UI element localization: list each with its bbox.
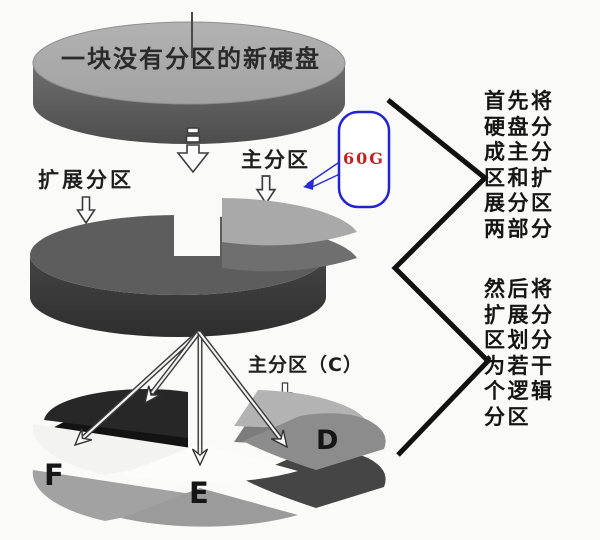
extended-pointer-arrow-icon — [76, 196, 96, 225]
capacity-badge-label: 60G — [343, 149, 385, 168]
step1-annotation: 首先将 硬盘分 成主分 区和扩 展分区 两部分 — [484, 89, 555, 241]
slice-d — [243, 413, 386, 508]
fan-arrows — [73, 330, 289, 467]
primary-wedge — [222, 198, 357, 272]
capacity-capsule — [303, 110, 391, 209]
slice-d-label: D — [316, 425, 339, 456]
capsule-pointer-tip — [303, 179, 314, 190]
primary-partition-label: 主分区 — [241, 148, 310, 172]
primary-wedge-face — [222, 198, 357, 246]
extended-partition-label: 扩展分区 — [38, 168, 134, 192]
slice-e-label: E — [189, 476, 209, 510]
slice-e — [121, 444, 298, 527]
fan-arrow-dark — [144, 330, 201, 405]
slice-d-side — [243, 451, 386, 508]
middle-disk-notch — [174, 213, 220, 256]
primary-pointer-arrow-icon — [255, 175, 277, 205]
fan-arrow-e — [191, 332, 209, 467]
fan-arrow-d — [197, 330, 289, 449]
chevron-bracket — [386, 98, 492, 457]
top-disk — [32, 12, 346, 144]
slice-e-side — [121, 488, 298, 527]
slice-d-face — [243, 413, 386, 470]
fan-arrow-f — [73, 330, 201, 447]
top-disk-side — [33, 63, 345, 144]
slice-dark-face — [44, 388, 188, 438]
top-disk-label: 一块没有分区的新硬盘 — [61, 45, 321, 73]
slice-f-side — [32, 470, 218, 521]
step2-annotation: 然后将 扩展分 区划分 为若干 个逻辑 分区 — [484, 277, 555, 429]
capsule-outline — [337, 110, 391, 209]
middle-disk-side — [30, 255, 326, 337]
primary-c-label: 主分区（C） — [248, 354, 363, 376]
slice-f-label: F — [44, 458, 64, 492]
slice-e-face — [121, 444, 298, 483]
top-disk-face — [32, 21, 346, 105]
down-arrow-icon — [176, 127, 210, 174]
